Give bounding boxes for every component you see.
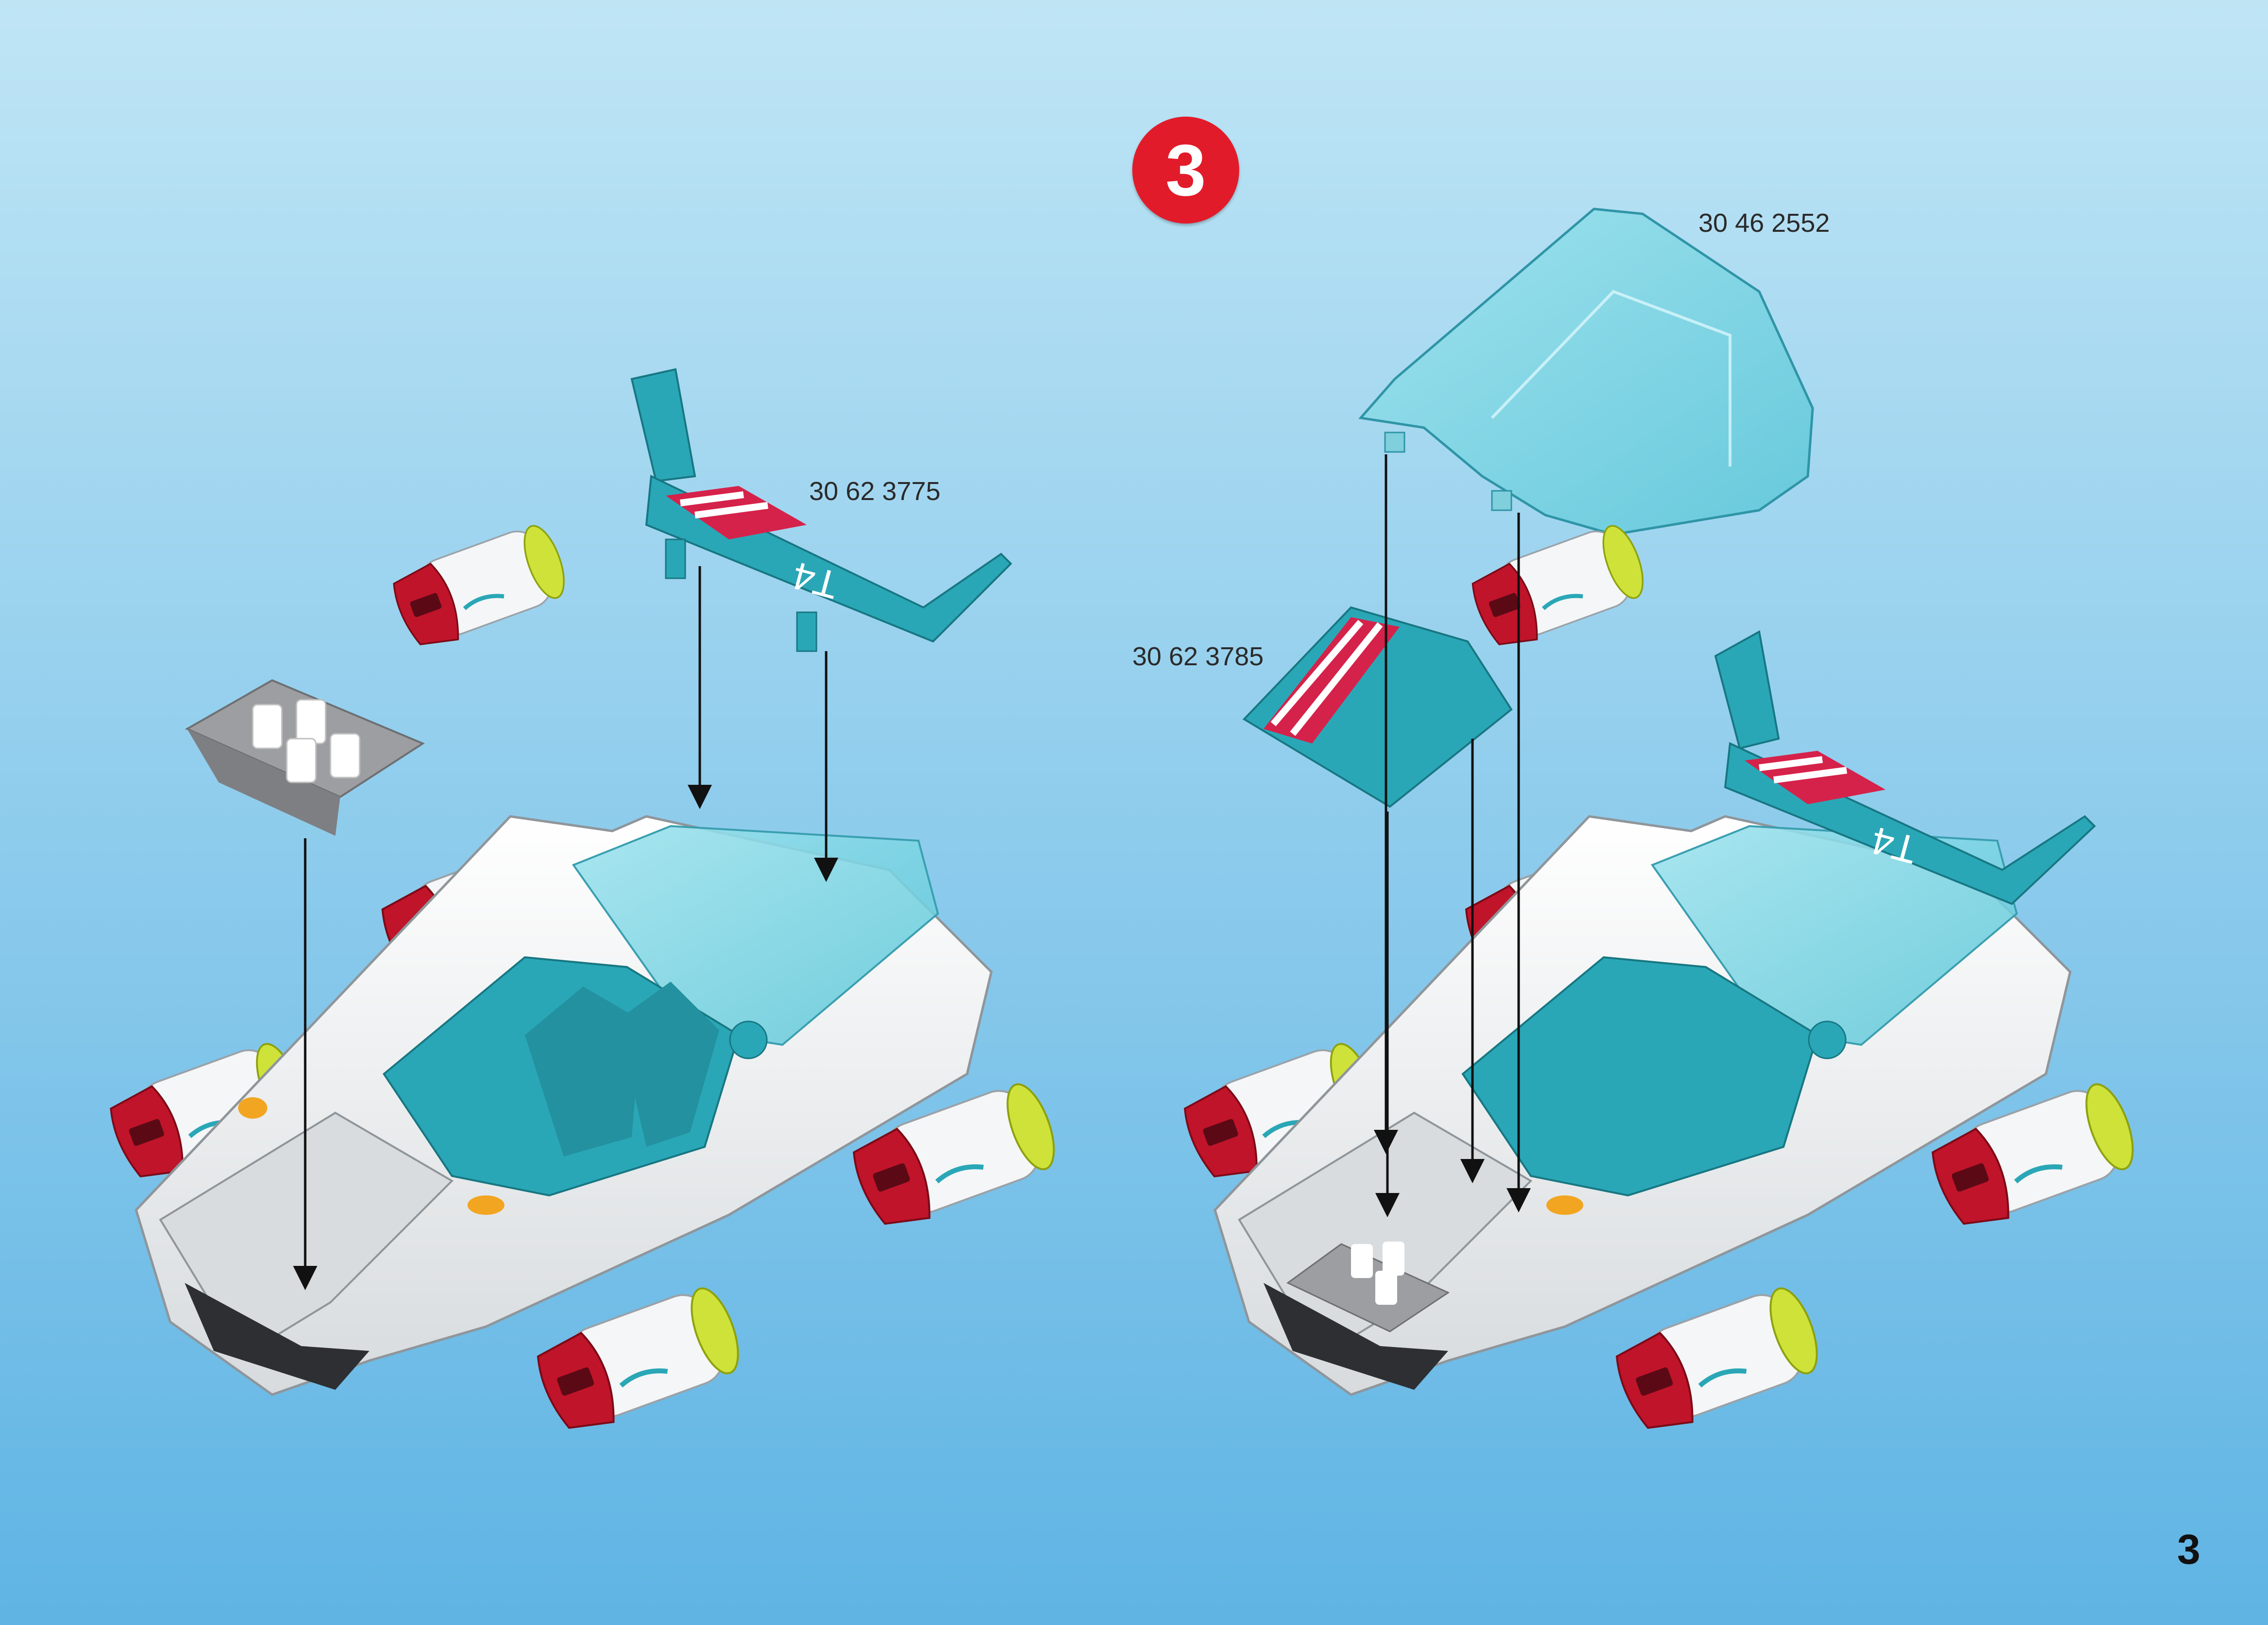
page-number: 3 — [2177, 1526, 2200, 1574]
canopy-part-number: 30 46 2552 — [1698, 208, 1830, 238]
step-number-badge: 3 — [1132, 117, 1239, 224]
rear-wing-part-number: 30 62 3775 — [809, 476, 940, 506]
hood-panel-part-number: 30 62 3785 — [1132, 641, 1264, 672]
